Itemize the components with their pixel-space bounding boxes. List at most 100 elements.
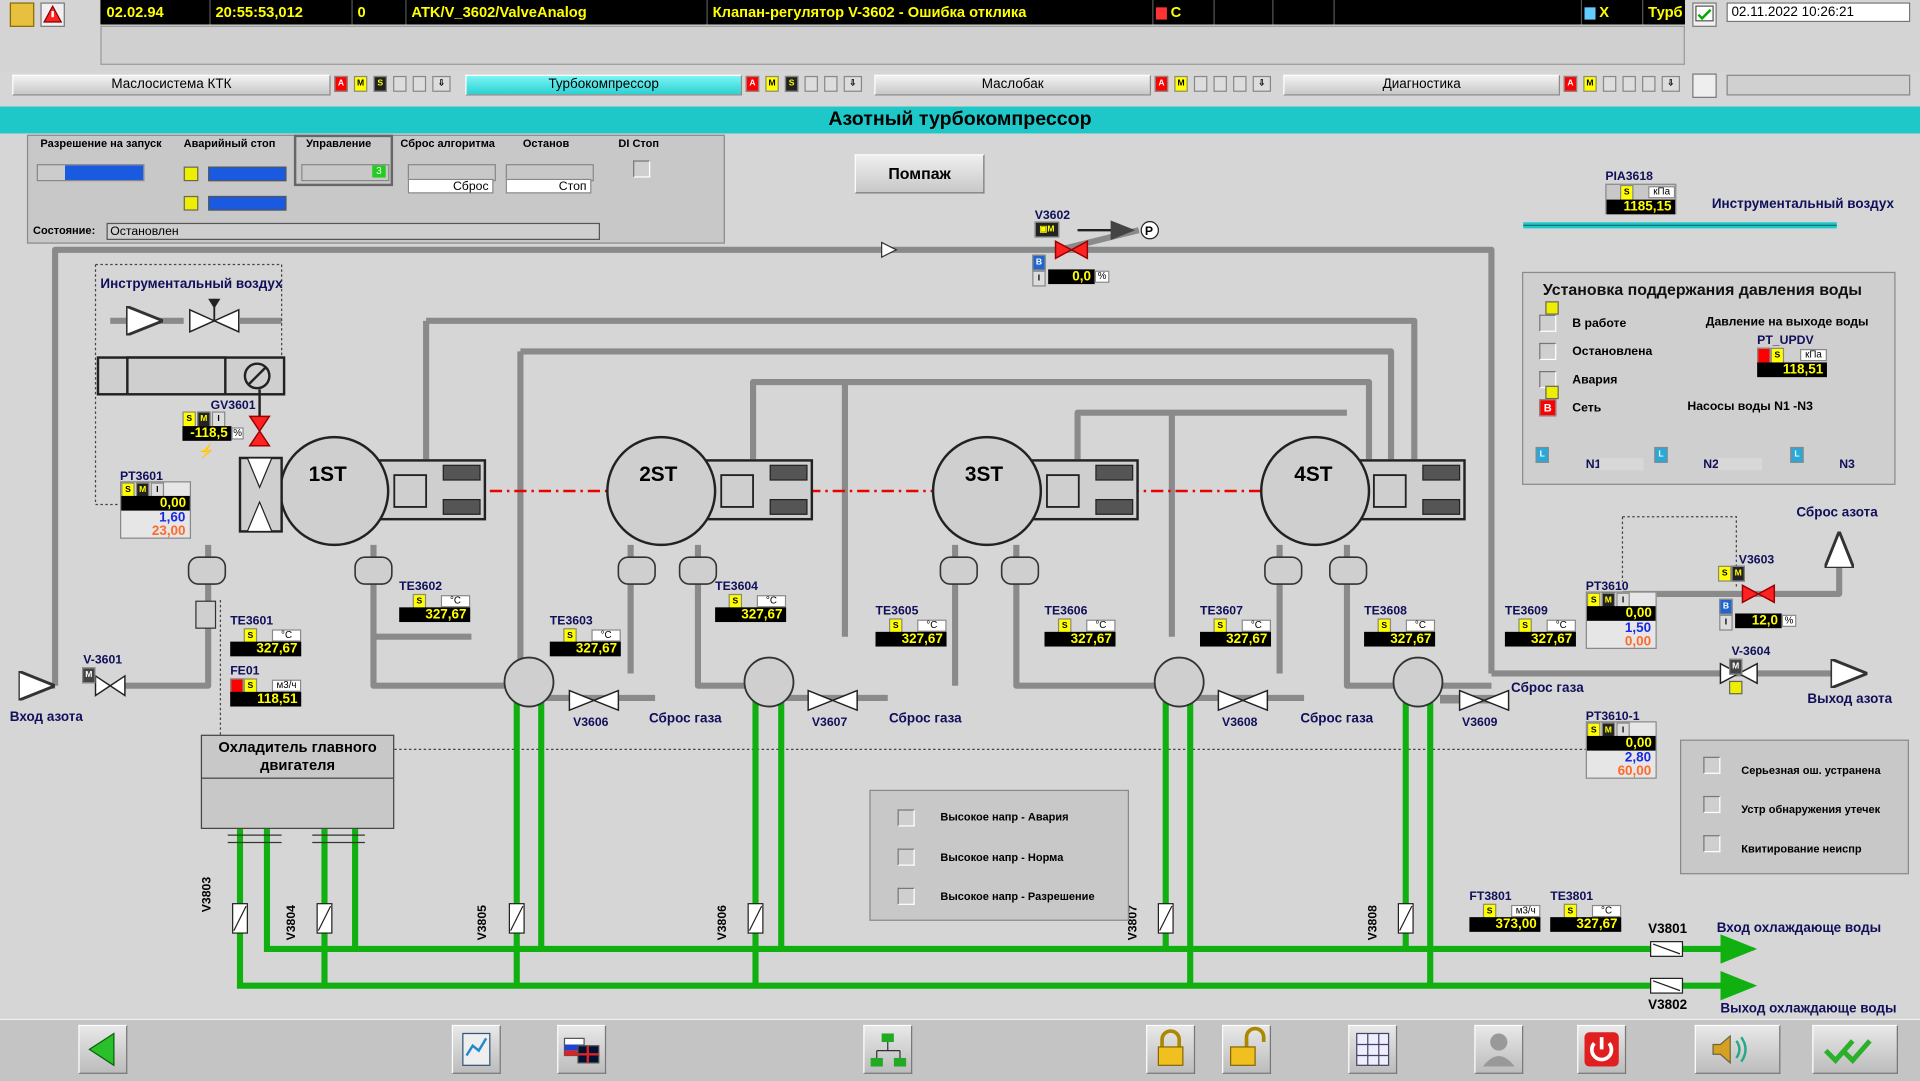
di-stop-indicator bbox=[633, 160, 651, 178]
acknowledge-icon[interactable] bbox=[1692, 2, 1717, 27]
control-mode-bar[interactable] bbox=[301, 164, 390, 182]
te3801-tag: TE3801 bbox=[1550, 890, 1594, 904]
tab-oil-tank-slot-3 bbox=[1233, 75, 1247, 92]
state-value-field: Остановлен bbox=[106, 222, 601, 241]
tab-diagnostics-alarm-m: M bbox=[1583, 75, 1597, 92]
back-button[interactable] bbox=[78, 1024, 128, 1074]
pt3601-high-limit: 23,00 bbox=[151, 524, 186, 539]
leak-detector-label: Устр обнаружения утечек bbox=[1741, 803, 1881, 816]
valve-v3607-label: V3607 bbox=[811, 716, 848, 730]
gv3601-unit: % bbox=[231, 427, 244, 440]
alarm-class-flag bbox=[1155, 7, 1167, 20]
te3801-value: 327,67 bbox=[1550, 917, 1622, 932]
tab-diagnostics-arrow[interactable]: ⇩ bbox=[1661, 75, 1681, 92]
pia3618-status-s: S bbox=[1620, 184, 1634, 201]
te3605-tag: TE3605 bbox=[875, 604, 919, 619]
tab-turbocompressor-label: Турбокомпрессор bbox=[548, 77, 659, 92]
stop-button[interactable]: Стоп bbox=[505, 178, 592, 194]
alarm-ack-label: X bbox=[1599, 3, 1610, 21]
te3607-value: 327,67 bbox=[1200, 631, 1272, 647]
header-start-permit: Разрешение на запуск bbox=[40, 137, 162, 150]
lamp-icon bbox=[1728, 680, 1743, 695]
pump-n2-label: N2 bbox=[1703, 457, 1719, 472]
pump-n3-label: N3 bbox=[1839, 457, 1855, 472]
te3605-unit: °C bbox=[917, 619, 947, 632]
tab-turbocompressor[interactable]: Турбокомпрессор bbox=[465, 74, 743, 96]
v3602-tag: V3602 bbox=[1034, 209, 1071, 223]
emergency-stop-indicator-1 bbox=[208, 166, 287, 182]
tab-oil-system-alarm-m: M bbox=[353, 75, 368, 92]
tab-oil-tank-arrow[interactable]: ⇩ bbox=[1252, 75, 1272, 92]
svg-text:P: P bbox=[1145, 224, 1153, 238]
tab-oil-tank[interactable]: Маслобак bbox=[874, 74, 1152, 96]
tab-diagnostics-slot-2 bbox=[1622, 75, 1636, 92]
lamp-icon bbox=[183, 195, 199, 211]
tab-turbocompressor-slot-2 bbox=[824, 75, 838, 92]
alarm-date: 02.02.94 bbox=[101, 0, 207, 25]
print-icon[interactable] bbox=[1692, 73, 1717, 98]
alarm-list-icon[interactable] bbox=[40, 2, 65, 27]
v3603-status-s: S bbox=[1717, 565, 1732, 582]
network-button[interactable] bbox=[863, 1024, 913, 1074]
tab-oil-system-arrow[interactable]: ⇩ bbox=[432, 75, 451, 92]
start-permit-indicator bbox=[36, 164, 145, 182]
te3609-tag: TE3609 bbox=[1504, 604, 1548, 619]
valve-v3608-label: V3608 bbox=[1222, 716, 1258, 730]
layout-button[interactable] bbox=[1348, 1024, 1398, 1074]
pt3601-value: 0,00 bbox=[121, 495, 190, 511]
te3608-unit: °C bbox=[1405, 619, 1436, 632]
voltage-alarm-indicator bbox=[897, 809, 915, 827]
tab-diagnostics-alarm-a: A bbox=[1563, 75, 1578, 92]
alarm-blank-1 bbox=[1213, 0, 1270, 25]
alarm-ack: X bbox=[1580, 0, 1640, 25]
water-unit-network-indicator: B bbox=[1539, 399, 1557, 417]
v3603-i-flag: I bbox=[1719, 614, 1733, 631]
valve-v3801-label: V3801 bbox=[1648, 922, 1688, 937]
system-menu-icon[interactable] bbox=[9, 2, 35, 27]
te3608-tag: TE3608 bbox=[1364, 604, 1407, 619]
v3603-status-m: M bbox=[1731, 565, 1745, 582]
unlock-button[interactable] bbox=[1222, 1024, 1272, 1074]
user-icon bbox=[1482, 1033, 1515, 1067]
alarm-message: Клапан-регулятор V-3602 - Ошибка отклика bbox=[706, 0, 1150, 25]
flag-icon bbox=[563, 1037, 600, 1064]
acknowledge-all-button[interactable] bbox=[1812, 1024, 1898, 1074]
pt3610-tag: PT3610 bbox=[1585, 580, 1629, 594]
te3609-value: 327,67 bbox=[1504, 631, 1576, 647]
cooler-header: Охладитель главного двигателя bbox=[202, 736, 394, 779]
pt3610-1-low-limit: 2,80 bbox=[1624, 750, 1652, 766]
user-button[interactable] bbox=[1474, 1024, 1524, 1074]
tab-turbocompressor-arrow[interactable]: ⇩ bbox=[843, 75, 863, 92]
sound-button[interactable] bbox=[1694, 1024, 1781, 1074]
tab-turbocompressor-alarm-m: M bbox=[765, 75, 779, 92]
pt-updv-value: 118,51 bbox=[1757, 362, 1827, 378]
cooler-label: Охладитель главного двигателя bbox=[218, 738, 377, 774]
valve-v3804-label: V3804 bbox=[285, 905, 299, 941]
alarm-class-label: C bbox=[1170, 3, 1182, 21]
alarm-blank-2 bbox=[1272, 0, 1332, 25]
water-pumps-label: Насосы воды N1 -N3 bbox=[1687, 400, 1813, 414]
water-unit-stopped-label: Остановлена bbox=[1572, 345, 1653, 359]
clock: 02.11.2022 10:26:21 bbox=[1726, 2, 1911, 23]
trend-icon bbox=[462, 1032, 491, 1066]
tab-oil-system[interactable]: Маслосистема КТК bbox=[12, 74, 331, 96]
tab-diagnostics[interactable]: Диагностика bbox=[1283, 74, 1561, 96]
main-engine-cooler[interactable]: Охладитель главного двигателя bbox=[200, 734, 395, 829]
surge-button[interactable]: Помпаж bbox=[854, 154, 985, 194]
te3602-value: 327,67 bbox=[399, 607, 471, 623]
trend-button[interactable] bbox=[451, 1024, 501, 1074]
water-unit-stopped-indicator bbox=[1539, 342, 1557, 361]
te3602-unit: °C bbox=[440, 595, 471, 608]
language-button[interactable] bbox=[557, 1024, 607, 1074]
fe01-tag: FE01 bbox=[230, 664, 260, 679]
lock-button[interactable] bbox=[1146, 1024, 1196, 1074]
state-label: Состояние: bbox=[33, 224, 96, 237]
water-unit-alarm-label: Авария bbox=[1572, 373, 1618, 387]
water-unit-network-label: Сеть bbox=[1572, 401, 1602, 416]
valve-v3601-label: V-3601 bbox=[83, 653, 123, 668]
valve-v3802-label: V3802 bbox=[1648, 997, 1688, 1013]
alarm-class: C bbox=[1152, 0, 1212, 25]
shutdown-button[interactable] bbox=[1577, 1024, 1627, 1074]
reset-button[interactable]: Сброс bbox=[407, 178, 494, 194]
